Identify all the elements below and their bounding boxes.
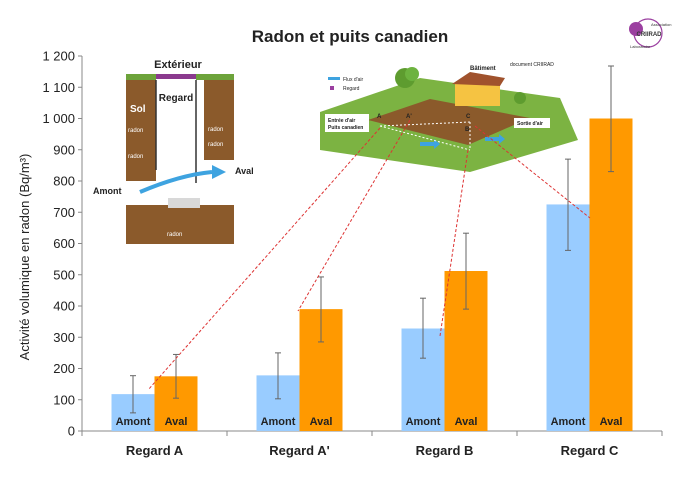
bar-series-label: Aval: [455, 416, 478, 428]
trench-pit: [368, 99, 530, 145]
air-flow-arrow-small: [420, 139, 440, 149]
axes: 0 100 200 300 400 500 600 700 800 900 1 000 1 100 1 …: [42, 49, 663, 439]
x-category-label: Regard C: [561, 443, 619, 458]
bar-series-label: Aval: [600, 416, 623, 428]
y-tick-label: 600: [53, 236, 75, 251]
bar-series-label: Amont: [551, 416, 586, 428]
inset-radon-label: radon: [167, 232, 182, 238]
building-body: [455, 82, 500, 106]
inset-source-label: document CRIIRAD: [510, 62, 554, 68]
bar-series-label: Aval: [165, 416, 188, 428]
air-flow-arrow-small: [485, 134, 505, 144]
marker-b-label: B: [465, 127, 470, 133]
grass-strip-right: [196, 74, 234, 80]
inset-sortie-label: Sortie d'air: [517, 121, 543, 127]
marker-ap-label: A': [406, 114, 412, 120]
inset-radon-label: radon: [128, 128, 143, 134]
connector-line-ap: [297, 119, 411, 312]
inset-aval-label: Aval: [235, 166, 254, 176]
logo-text-criirad: CRIIRAD: [637, 32, 663, 38]
air-flow-arrowhead: [212, 165, 226, 179]
soil-left: [126, 80, 156, 167]
inset-sol-label: Sol: [130, 104, 146, 115]
bar-series-label: Aval: [310, 416, 333, 428]
bar-series-label: Amont: [261, 416, 296, 428]
tree-icon: [405, 67, 419, 81]
error-bars: [130, 65, 614, 414]
inset-entree-label: Entrée d'air: [328, 118, 355, 124]
air-flow-arrow: [139, 170, 213, 194]
inset-radon-label: radon: [208, 127, 223, 133]
soil-bottom: [126, 205, 234, 244]
tree-icon: [514, 92, 526, 104]
bar-series-label: Amont: [116, 416, 151, 428]
y-tick-label: 1 100: [42, 80, 75, 95]
criirad-logo: Association CRIIRAD Laboratoire: [629, 18, 671, 49]
y-tick-label: 900: [53, 142, 75, 157]
category-labels: Regard A Regard A' Regard B Regard C: [126, 443, 619, 458]
legend-regard-swatch: [330, 86, 334, 90]
inset-radon-label: radon: [208, 142, 223, 148]
soil-right: [204, 80, 234, 160]
legend-regard-label: Regard: [343, 86, 360, 92]
connector-line-c: [474, 125, 591, 219]
building-roof: [452, 72, 505, 86]
y-tick-label: 100: [53, 392, 75, 407]
marker-a-label: A: [377, 114, 382, 120]
bar-series-label: Amont: [406, 416, 441, 428]
inset-exterior-title: Extérieur: [154, 59, 202, 71]
logo-text-laboratoire: Laboratoire: [630, 44, 651, 49]
soil-amont-block: [126, 167, 156, 181]
entree-label-bg: [325, 114, 369, 132]
y-tick-label: 0: [68, 424, 75, 439]
inset-batiment-label: Bâtiment: [470, 66, 496, 72]
inset-3d-diagram: Flux d'air Regard document CRIIRAD Bâtim…: [320, 62, 578, 172]
y-tick-label: 800: [53, 174, 75, 189]
y-tick-label: 1 000: [42, 111, 75, 126]
grass-strip-left: [126, 74, 156, 80]
y-tick-label: 200: [53, 361, 75, 376]
legend-flux-label: Flux d'air: [343, 77, 363, 83]
inset-puits-label: Puits canadien: [328, 125, 363, 131]
connector-line-b: [439, 149, 469, 337]
marker-c-label: C: [466, 114, 471, 120]
logo-disc: [633, 18, 663, 48]
chart-title: Radon et puits canadien: [252, 27, 448, 46]
y-axis-label: Activité volumique en radon (Bq/m³): [17, 154, 32, 361]
pipe-line: [379, 125, 471, 151]
inset-cross-section-diagram: Extérieur Regard Sol Flux d'air Amont Av…: [93, 55, 254, 244]
inset-radon-label: radon: [128, 154, 143, 160]
gravel-bed: [168, 198, 200, 208]
inset-regard-label: Regard: [159, 93, 193, 104]
x-category-label: Regard B: [416, 443, 474, 458]
y-tick-label: 1 200: [42, 49, 75, 64]
inset-amont-label: Amont: [93, 186, 122, 196]
y-tick-label: 400: [53, 299, 75, 314]
y-tick-label: 500: [53, 267, 75, 282]
connector-lines: [147, 119, 591, 391]
x-category-label: Regard A: [126, 443, 184, 458]
legend-flux-swatch: [328, 77, 340, 80]
x-category-label: Regard A': [269, 443, 329, 458]
sortie-label-bg: [514, 118, 550, 128]
y-tick-label: 700: [53, 205, 75, 220]
logo-text-association: Association: [651, 22, 671, 27]
y-tick-label: 300: [53, 330, 75, 345]
regard-lid: [156, 74, 196, 79]
bar-labels: Amont Aval Amont Aval Amont Aval Amont Aval: [116, 416, 623, 428]
connector-line-a: [147, 127, 381, 391]
pipe-line: [379, 121, 471, 127]
logo-radiation-icon: [629, 22, 643, 36]
